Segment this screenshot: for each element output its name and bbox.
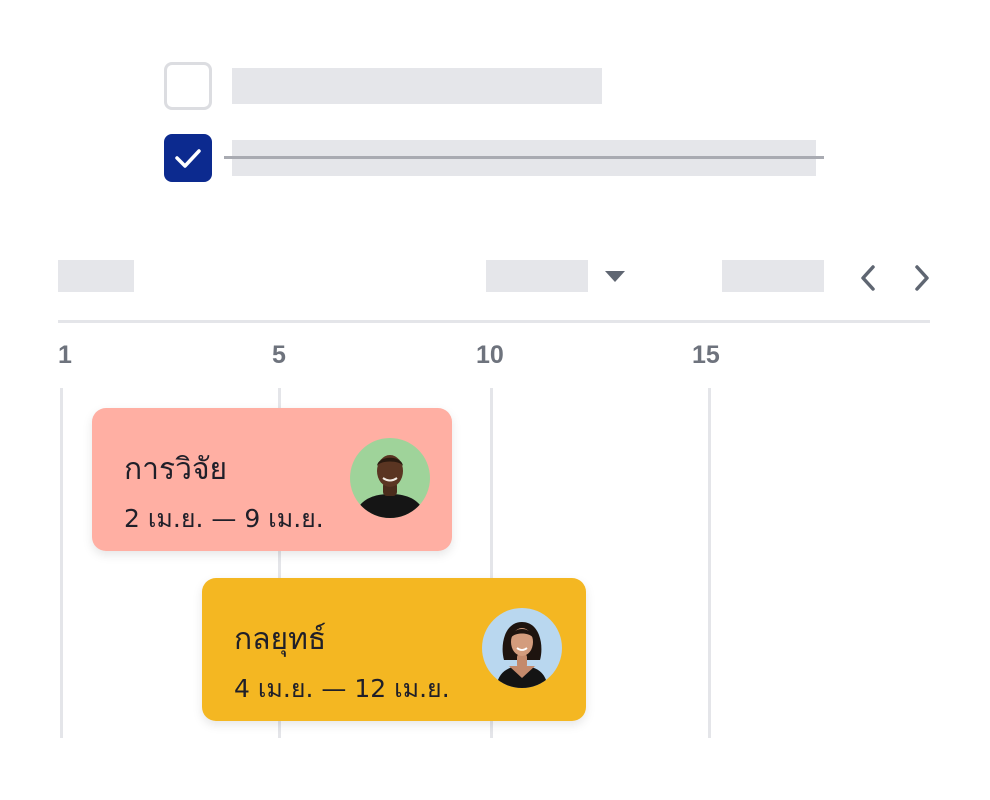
person-avatar-man-icon [350, 438, 430, 518]
timeline-tick-label: 10 [476, 341, 504, 369]
view-selector-placeholder[interactable] [486, 260, 588, 292]
timeline-tick-label: 5 [272, 341, 286, 369]
toolbar-label-placeholder [58, 260, 134, 292]
previous-button[interactable] [850, 260, 886, 296]
task-checkbox-checked[interactable] [164, 134, 212, 182]
next-button[interactable] [904, 260, 940, 296]
avatar [350, 438, 430, 518]
task-row [164, 62, 602, 110]
timeline-grid-line [490, 388, 493, 738]
event-card-strategy[interactable]: กลยุทธ์ 4 เม.ย. — 12 เม.ย. [202, 578, 586, 721]
chevron-left-icon [861, 265, 875, 291]
task-text-placeholder [232, 68, 602, 104]
event-date-range: 4 เม.ย. — 12 เม.ย. [234, 674, 450, 703]
timeline-grid-line [278, 388, 281, 738]
strikethrough-line [224, 156, 824, 159]
avatar [482, 608, 562, 688]
event-title: การวิจัย [124, 452, 228, 487]
caret-down-icon [605, 271, 625, 282]
task-row-completed [164, 134, 824, 182]
timeline-tick-label: 1 [58, 341, 72, 369]
event-date-range: 2 เม.ย. — 9 เม.ย. [124, 504, 324, 533]
toolbar-divider [58, 320, 930, 323]
chevron-right-icon [915, 265, 929, 291]
task-checkbox-unchecked[interactable] [164, 62, 212, 110]
date-range-placeholder [722, 260, 824, 292]
timeline-tick-label: 15 [692, 341, 720, 369]
checkmark-icon [175, 149, 201, 168]
event-card-research[interactable]: การวิจัย 2 เม.ย. — 9 เม.ย. [92, 408, 452, 551]
timeline-grid-line [708, 388, 711, 738]
event-title: กลยุทธ์ [234, 622, 327, 657]
view-dropdown-button[interactable] [600, 264, 630, 288]
timeline-grid-line [60, 388, 63, 738]
person-avatar-woman-icon [482, 608, 562, 688]
